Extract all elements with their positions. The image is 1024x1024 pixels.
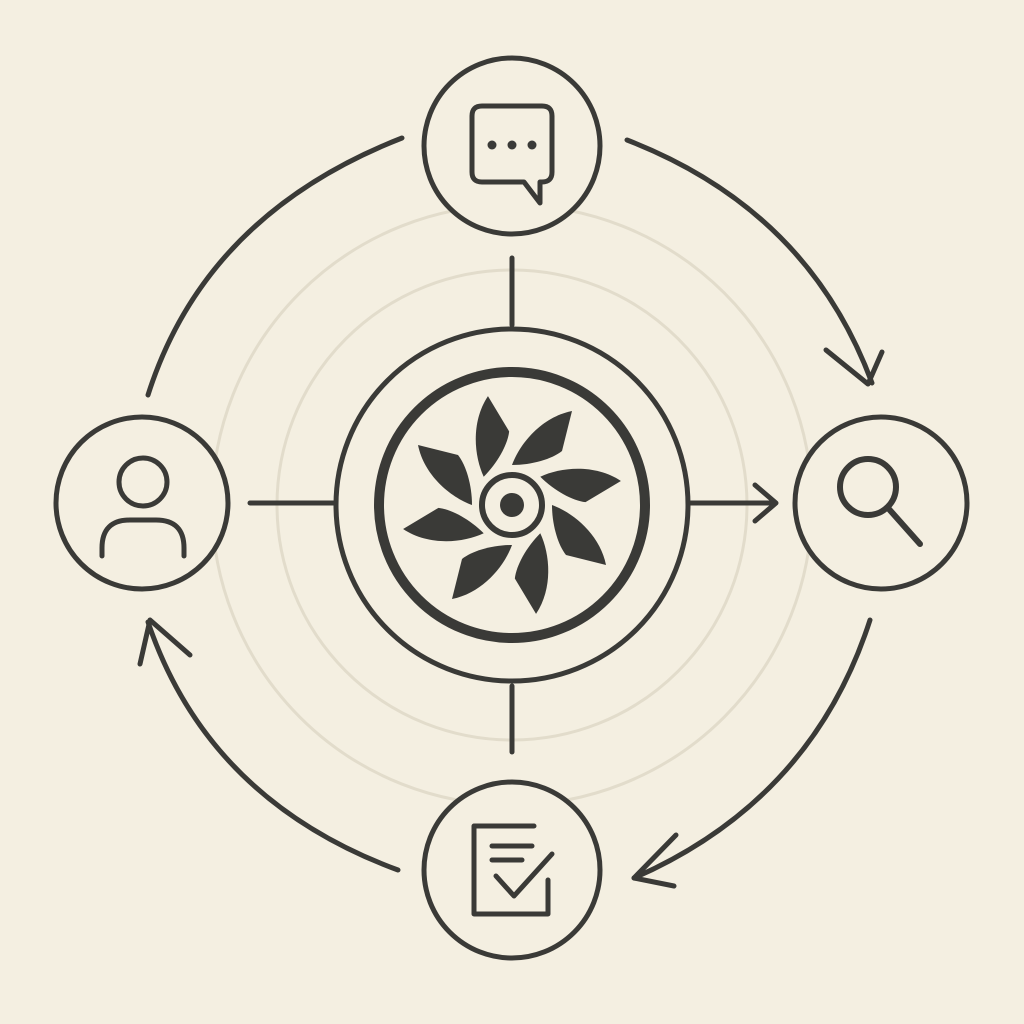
- chat-bubble-icon: [469, 103, 555, 206]
- hub-outer-ring: [333, 326, 691, 684]
- hub: [333, 326, 691, 684]
- arrowhead-search: [823, 347, 885, 387]
- cycle-arcs: [137, 135, 885, 889]
- chat-dot-1: [487, 140, 497, 150]
- node-search-ring: [792, 414, 970, 592]
- node-document-check-ring: [421, 779, 603, 961]
- document-check-icon: [471, 823, 555, 917]
- arc-user-to-chat: [145, 135, 405, 398]
- fan-hub-dot: [500, 493, 524, 517]
- fan-blade: [475, 396, 510, 477]
- search-icon: [837, 456, 923, 547]
- hub-inner-ring: [374, 367, 650, 643]
- arrowhead-user: [137, 617, 193, 667]
- spoke-right-arrowhead: [752, 482, 779, 524]
- node-document-check: [421, 779, 603, 961]
- fan-blade: [452, 545, 512, 599]
- fan-blade: [418, 445, 472, 505]
- arc-chat-to-search: [624, 137, 875, 386]
- node-user: [53, 414, 231, 592]
- fan-icon: [403, 396, 621, 614]
- arrowhead-check: [631, 832, 679, 889]
- spokes: [247, 255, 779, 755]
- node-search: [792, 414, 970, 592]
- fan-blade: [514, 533, 549, 614]
- fan-blade: [540, 468, 621, 503]
- node-user-ring: [53, 414, 231, 592]
- node-chat: [421, 55, 603, 237]
- fan-blade: [403, 507, 484, 542]
- arc-search-to-check: [631, 617, 873, 881]
- user-icon: [99, 455, 187, 559]
- arc-check-to-user: [145, 619, 401, 873]
- chat-dot-3: [527, 140, 537, 150]
- fan-blade: [552, 505, 606, 565]
- fan-blade: [512, 411, 572, 465]
- chat-dot-2: [507, 140, 517, 150]
